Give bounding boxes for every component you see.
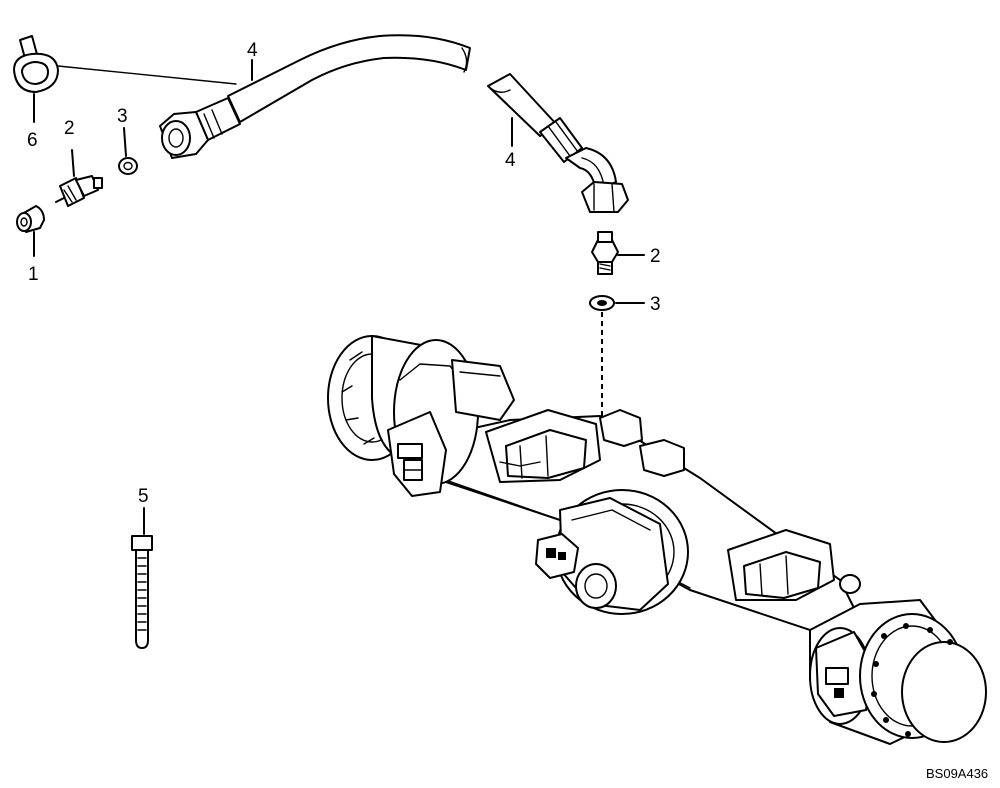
hose-clamp [13,35,59,123]
leader-clamp [57,65,237,85]
pressure-sensor-right [591,231,645,275]
callout-hose-left: 4 [247,40,258,61]
callout-cap: 1 [28,264,39,285]
callout-clamp: 6 [27,130,38,151]
callout-hose-right: 4 [505,150,516,171]
sealing-washer-left [118,127,138,175]
cable-tie [131,507,153,649]
hose-right [487,73,629,213]
drive-axle-assembly [327,335,987,745]
callout-washer-left: 3 [117,106,128,127]
pressure-sensor-left [55,149,103,207]
sealing-washer-right [589,295,645,311]
callout-sensor-right: 2 [650,246,661,267]
protective-cap [16,205,45,257]
callout-cable-tie: 5 [138,486,149,507]
callout-washer-right: 3 [650,294,661,315]
hose-left [159,34,471,159]
drawing-code: BS09A436 [926,766,988,781]
callout-sensor-left: 2 [64,118,75,139]
